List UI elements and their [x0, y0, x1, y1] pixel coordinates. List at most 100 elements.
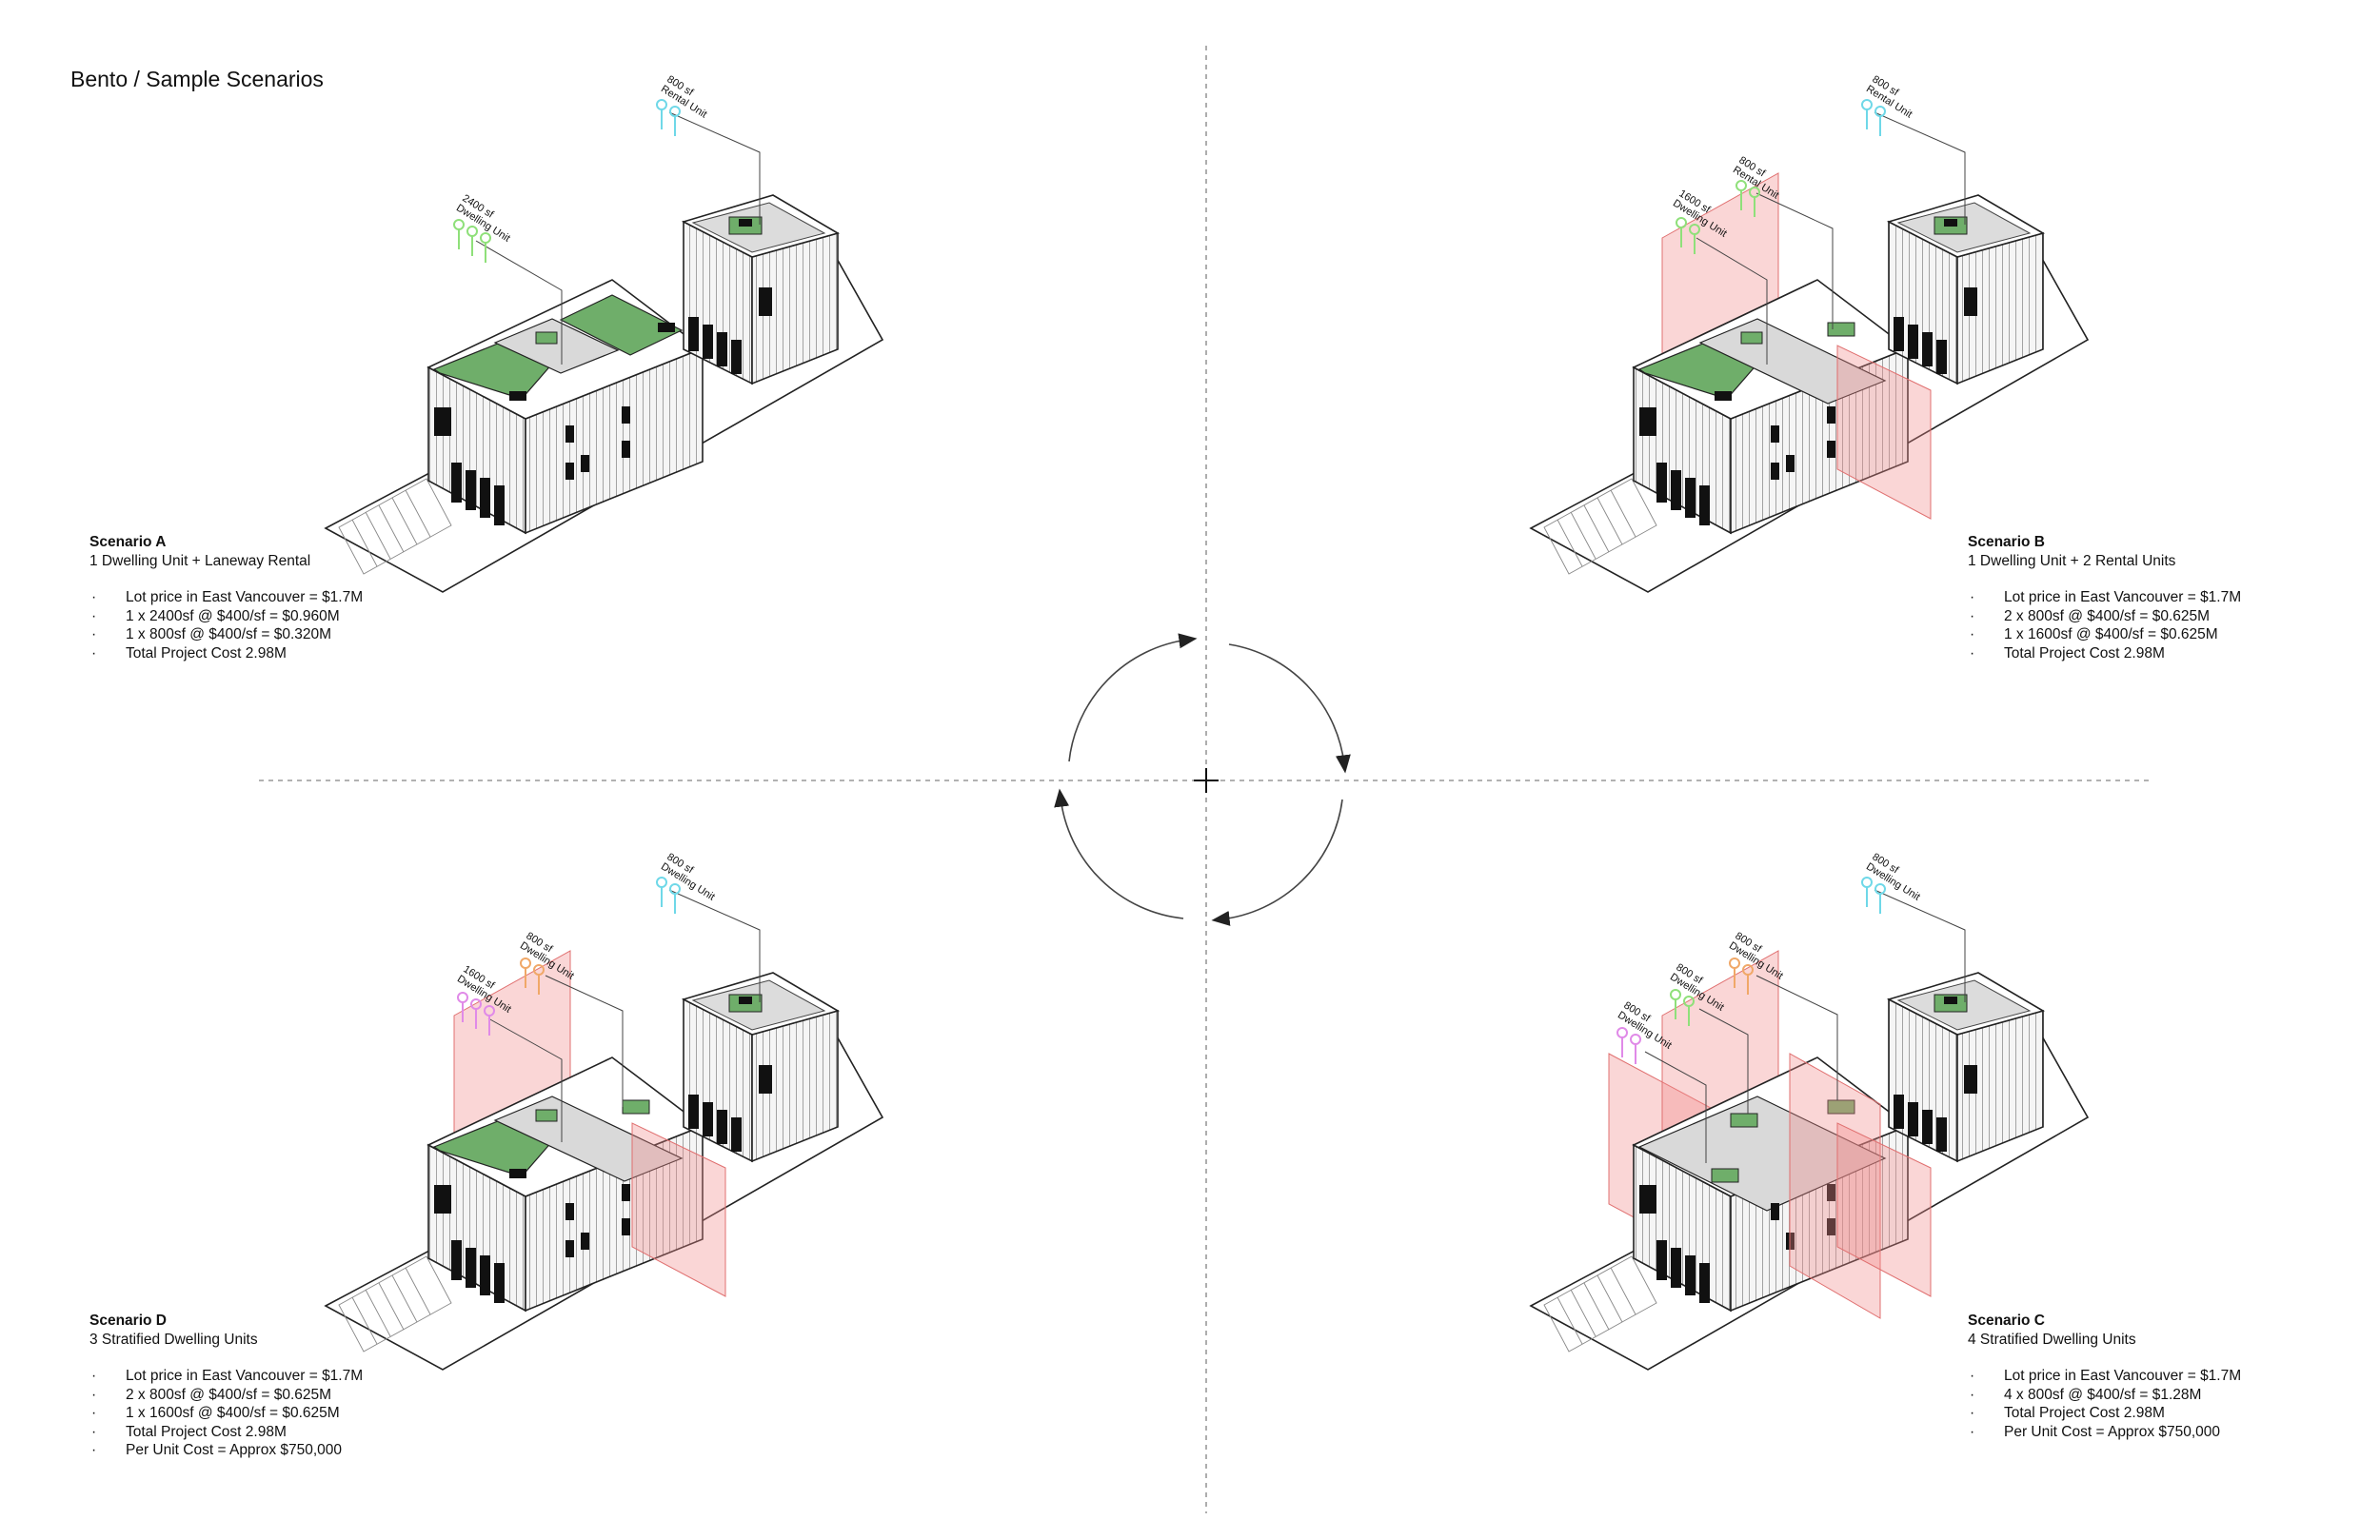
scenario-d-drawing: 1600 sfDwelling Unit 800 sfDwelling Unit… — [324, 851, 884, 1371]
cost-item: 1 x 2400sf @ $400/sf = $0.960M — [89, 607, 363, 626]
scenario-title: Scenario C — [1968, 1313, 2045, 1329]
stair-hatch — [535, 331, 558, 345]
leader-lines — [475, 111, 761, 365]
laneway-unit — [1886, 194, 2046, 385]
skylight — [739, 997, 752, 1004]
cost-item: Lot price in East Vancouver = $1.7M — [1968, 1367, 2241, 1386]
laneway-path — [338, 1255, 452, 1352]
windows — [1894, 287, 1977, 374]
scenario-subtitle: 3 Stratified Dwelling Units — [89, 1331, 258, 1348]
cost-list: Lot price in East Vancouver = $1.7M 2 x … — [1968, 588, 2241, 662]
cost-list: Lot price in East Vancouver = $1.7M 1 x … — [89, 588, 363, 662]
main-house — [1632, 279, 1910, 535]
people-icon — [1729, 958, 1754, 995]
scenario-c-drawing: 800 sfDwelling Unit 800 sfDwelling Unit … — [1529, 851, 2090, 1371]
stair-hatch — [1740, 331, 1763, 345]
scenario-c-caption: Scenario C 4 Stratified Dwelling Units L… — [1968, 1312, 2241, 1441]
skylight — [1944, 219, 1957, 227]
cost-item: 1 x 1600sf @ $400/sf = $0.625M — [1968, 625, 2241, 644]
main-house — [1632, 1056, 1910, 1313]
stair-hatch — [1827, 1099, 1855, 1115]
cost-item: 1 x 800sf @ $400/sf = $0.320M — [89, 625, 363, 644]
people-icon — [1670, 989, 1695, 1026]
cost-list: Lot price in East Vancouver = $1.7M 2 x … — [89, 1367, 363, 1460]
scenario-title: Scenario D — [89, 1313, 167, 1329]
windows — [1639, 406, 1835, 525]
arrow-top-right — [1228, 643, 1351, 774]
arrow-bottom-left — [1054, 788, 1184, 919]
green-roof-back — [559, 294, 684, 356]
windows — [434, 406, 630, 525]
skylight — [1715, 391, 1732, 401]
leader-lines — [1644, 889, 1966, 1163]
arrow-top-left — [1068, 633, 1198, 762]
people-icon — [656, 877, 681, 914]
cost-item: Total Project Cost 2.98M — [1968, 1404, 2241, 1423]
scenario-b-caption: Scenario B 1 Dwelling Unit + 2 Rental Un… — [1968, 533, 2241, 662]
unit-label: 800 sfDwelling Unit — [659, 851, 723, 902]
cost-item: 1 x 1600sf @ $400/sf = $0.625M — [89, 1404, 363, 1423]
people-icon — [1676, 180, 1760, 254]
cost-item: 4 x 800sf @ $400/sf = $1.28M — [1968, 1386, 2241, 1405]
roof-terrace — [1637, 1096, 1887, 1212]
unit-label: 800 sfRental Unit — [659, 73, 715, 120]
scenario-a-drawing: 2400 sfDwelling Unit 800 sfRental Unit — [324, 73, 884, 593]
windows — [688, 287, 772, 374]
roof-terrace — [493, 318, 620, 374]
laneway-unit — [681, 194, 841, 385]
windows — [434, 1184, 630, 1303]
laneway-path — [338, 478, 452, 575]
page-title: Bento / Sample Scenarios — [70, 67, 324, 91]
people-icon — [656, 99, 681, 136]
scenario-subtitle: 1 Dwelling Unit + 2 Rental Units — [1968, 552, 2176, 569]
cost-item: Total Project Cost 2.98M — [89, 644, 363, 663]
people-icon — [453, 219, 491, 263]
cycle-arrows-icon — [1054, 633, 1351, 926]
stair-hatch — [622, 1099, 650, 1115]
skylight — [739, 219, 752, 227]
cost-item: Per Unit Cost = Approx $750,000 — [1968, 1423, 2241, 1442]
scenario-d-caption: Scenario D 3 Stratified Dwelling Units L… — [89, 1312, 363, 1460]
scenario-a-caption: Scenario A 1 Dwelling Unit + Laneway Ren… — [89, 533, 363, 662]
laneway-unit — [1886, 972, 2046, 1163]
party-wall-plane — [1789, 1053, 1881, 1319]
leader-lines — [1696, 111, 1966, 365]
party-wall-plane — [1836, 345, 1932, 520]
scenario-b-drawing: 1600 sfDwelling Unit 800 sfRental Unit 8… — [1529, 73, 2090, 593]
leader-lines — [487, 889, 761, 1142]
party-wall-plane — [1836, 1122, 1932, 1297]
windows — [1894, 1065, 1977, 1152]
unit-label: 2400 sfDwelling Unit — [454, 192, 518, 244]
scenario-subtitle: 4 Stratified Dwelling Units — [1968, 1331, 2136, 1348]
laneway-path — [1543, 1255, 1657, 1352]
cost-item: Lot price in East Vancouver = $1.7M — [1968, 588, 2241, 607]
skylight — [509, 1169, 526, 1178]
main-house — [426, 279, 704, 535]
people-icon — [1616, 1027, 1641, 1064]
cost-list: Lot price in East Vancouver = $1.7M 4 x … — [1968, 1367, 2241, 1441]
stair-hatch — [1827, 322, 1855, 337]
cost-item: 2 x 800sf @ $400/sf = $0.625M — [1968, 607, 2241, 626]
skylight — [509, 391, 526, 401]
party-wall-plane — [631, 1122, 726, 1297]
stair-hatch — [1730, 1113, 1758, 1128]
laneway-unit — [681, 972, 841, 1163]
cost-item: 2 x 800sf @ $400/sf = $0.625M — [89, 1386, 363, 1405]
people-icon — [1861, 877, 1886, 914]
skylight — [658, 323, 675, 332]
stair-hatch — [535, 1109, 558, 1122]
cost-item: Per Unit Cost = Approx $750,000 — [89, 1441, 363, 1460]
stair-hatch — [1711, 1168, 1739, 1183]
cost-item: Lot price in East Vancouver = $1.7M — [89, 1367, 363, 1386]
cost-item: Total Project Cost 2.98M — [89, 1423, 363, 1442]
main-house — [426, 1056, 704, 1313]
scenario-title: Scenario A — [89, 534, 167, 550]
arrow-bottom-right — [1211, 799, 1343, 926]
unit-label: 800 sfRental Unit — [1864, 73, 1920, 120]
unit-label: 800 sfDwelling Unit — [1864, 851, 1928, 902]
scenario-title: Scenario B — [1968, 534, 2045, 550]
axis-guides — [259, 46, 2153, 1513]
people-icon — [520, 958, 545, 995]
skylight — [1944, 997, 1957, 1004]
